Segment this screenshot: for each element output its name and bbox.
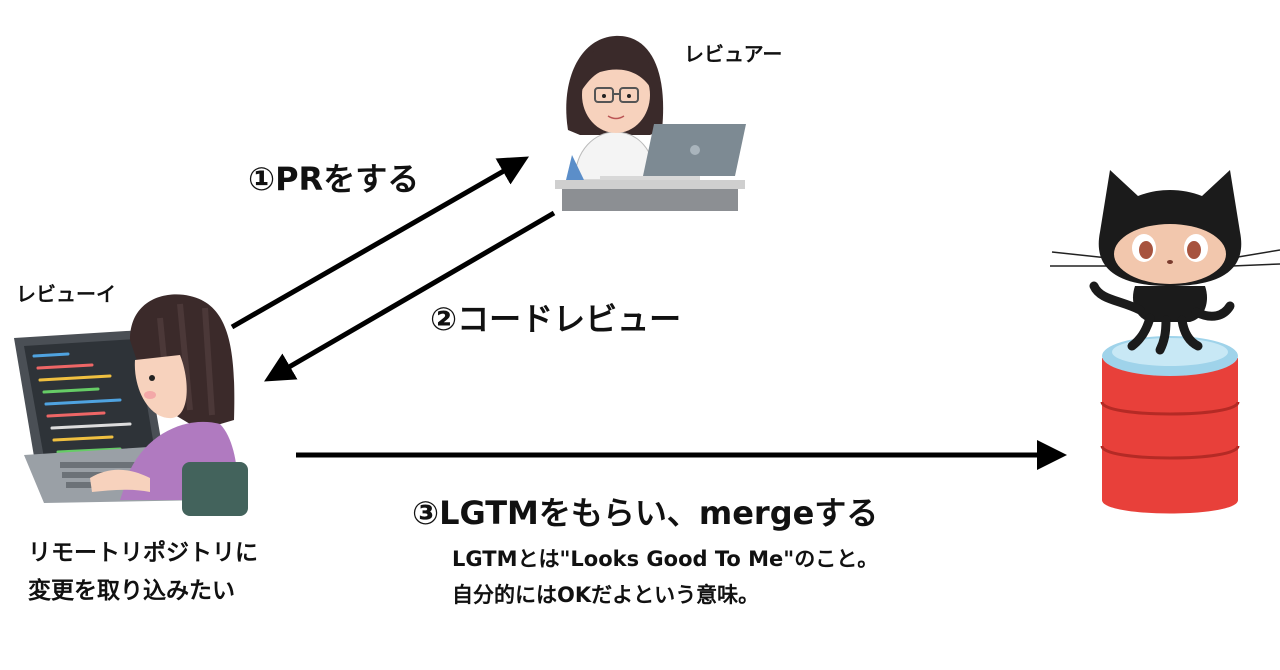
reviewee-desc-line1: リモートリポジトリに xyxy=(28,540,258,566)
step1-label: ①PRをする xyxy=(248,160,420,198)
reviewee-person-icon xyxy=(90,294,248,516)
step2-label: ②コードレビュー xyxy=(430,300,682,338)
lgtm-note-line2: 自分的にはOKだよという意味。 xyxy=(452,583,760,607)
repository-database-icon xyxy=(1100,336,1240,514)
reviewee-desc-line2: 変更を取り込みたい xyxy=(28,578,235,604)
reviewee-label: レビューイ xyxy=(16,282,116,306)
reviewer-person-icon xyxy=(566,35,664,181)
arrow-pr xyxy=(230,156,530,330)
reviewer-label: レビュアー xyxy=(684,42,783,66)
step3-label: ③LGTMをもらい、mergeする xyxy=(412,494,879,532)
lgtm-note-line1: LGTMとは"Looks Good To Me"のこと。 xyxy=(452,547,879,571)
desk-icon xyxy=(555,180,745,211)
octocat-icon xyxy=(1050,170,1280,355)
arrow-code-review xyxy=(264,210,556,382)
